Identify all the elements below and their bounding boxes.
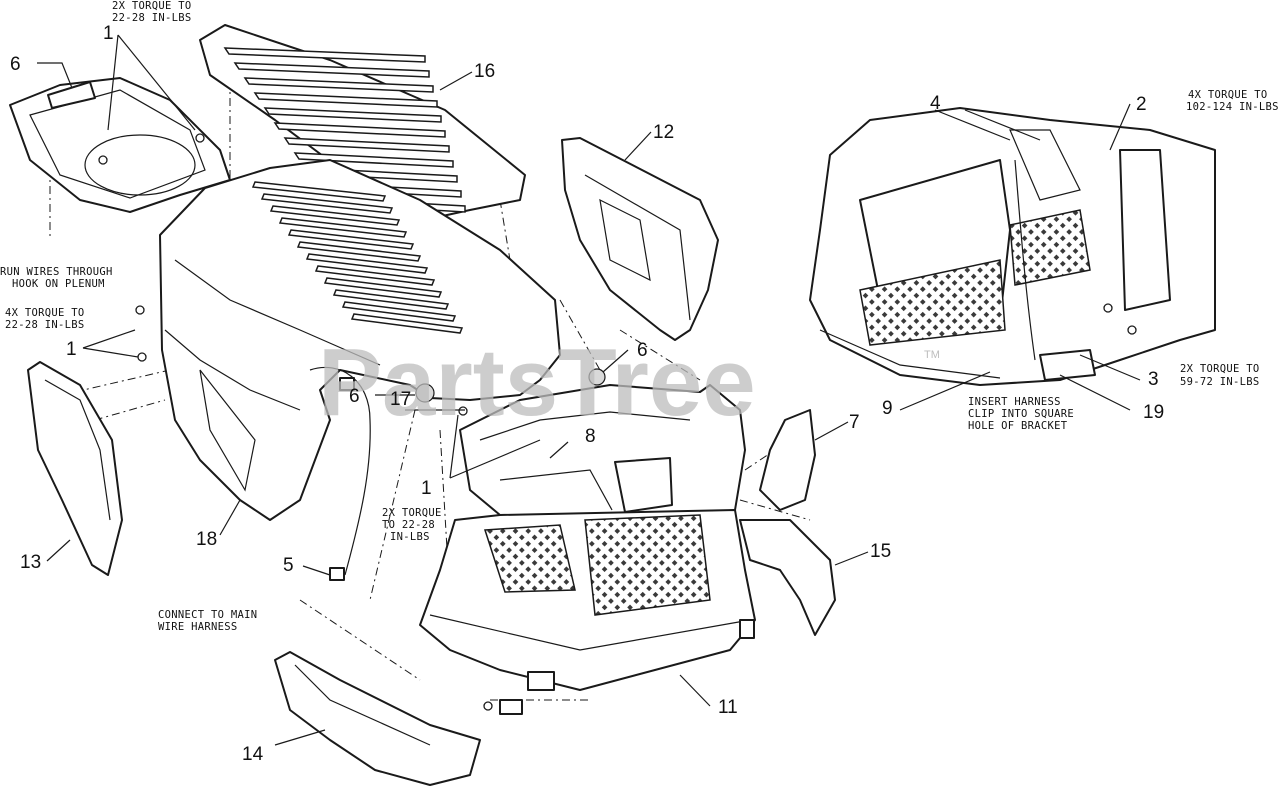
callout-7: 7 [849,412,860,433]
part-5-wire-harness [309,366,371,581]
note-run-wires-line-2: HOOK ON PLENUM [12,278,105,290]
callout-18: 18 [196,529,217,550]
watermark-text: PartsTree [318,329,756,436]
hood-vent-slot [296,241,422,262]
note-torque-left-line-2: 22-28 IN-LBS [5,319,84,331]
part-13-side-panel [27,361,123,576]
louver-slat [263,107,442,123]
hood-vent-slot [305,253,429,274]
callout-8: 8 [585,426,596,447]
callout-numbers: 6 1 1 1 2 3 4 5 6 6 7 8 9 11 12 13 14 15… [10,23,1164,765]
note-connect-line-1: CONNECT TO MAIN [158,609,257,621]
note-insert-harness-line-1: INSERT HARNESS [968,396,1061,408]
part-18-hood [159,159,561,521]
hood-vent-slot [350,313,464,334]
inset-assembled-view [809,107,1216,386]
hardware-items [135,305,606,715]
louver-slat [223,47,426,63]
callout-6-right: 6 [637,340,648,361]
note-insert-harness-line-3: HOLE OF BRACKET [968,420,1068,432]
note-torque-mid-line-1: 2X TORQUE [382,507,442,519]
part-11-bumper [419,509,756,691]
callout-11: 11 [718,697,738,718]
callout-2: 2 [1136,94,1147,115]
callout-9: 9 [882,398,893,419]
hood-vent-slot [278,217,408,238]
hood-vent-slot [332,289,450,310]
hood-vent-slot [287,229,415,250]
part-15-side-panel [739,519,836,636]
watermark-trademark: TM [924,349,940,361]
louver-slat [233,62,430,78]
note-torque-right-top-line-2: 102-124 IN-LBS [1186,101,1279,113]
note-connect-line-2: WIRE HARNESS [158,621,237,633]
callout-16: 16 [474,61,495,82]
note-torque-top-line-2: 22-28 IN-LBS [112,12,191,24]
note-torque-left-line-1: 4X TORQUE TO [5,307,84,319]
hood-vent-slot [314,265,436,286]
hood-vent-slot [260,193,394,214]
callout-15: 15 [870,541,891,562]
louver-slat [243,77,434,93]
part-14-step-panel [274,651,481,786]
callout-6-left: 6 [349,386,360,407]
callout-3: 3 [1148,369,1159,390]
note-torque-mid-line-3: IN-LBS [390,531,430,543]
hood-vent-slot [269,205,401,226]
callout-10: 6 [10,54,21,75]
note-run-wires-line-1: RUN WIRES THROUGH [0,266,113,278]
callout-1-left: 1 [66,339,77,360]
note-insert-harness-line-2: CLIP INTO SQUARE [968,408,1074,420]
callout-14: 14 [242,744,264,765]
callout-17: 17 [390,389,411,410]
note-torque-top-line-1: 2X TORQUE TO [112,0,191,12]
callout-1-top: 1 [103,23,114,44]
callout-13: 13 [20,552,41,573]
callout-5: 5 [283,555,294,576]
louver-slat [253,92,438,108]
part-8-grille-frame [459,384,746,521]
louver-slat [273,122,446,138]
note-torque-right-line-2: 59-72 IN-LBS [1180,376,1259,388]
louver-slat [283,137,450,153]
assembly-notes: 2X TORQUE TO 22-28 IN-LBS RUN WIRES THRO… [0,0,1279,633]
callout-1-center: 1 [421,478,432,499]
hood-vent-slot [251,181,387,202]
part-10-plenum [9,77,231,213]
note-torque-mid-line-2: TO 22-28 [382,519,435,531]
note-torque-right-line-1: 2X TORQUE TO [1180,363,1259,375]
callout-4: 4 [930,93,941,114]
leader-lines [37,34,1141,746]
callout-19: 19 [1143,402,1164,423]
hood-vent-slot [323,277,443,298]
part-12-dash-panel [561,137,719,341]
callout-12: 12 [653,122,674,143]
louver-slat [293,152,454,168]
note-torque-right-top-line-1: 4X TORQUE TO [1188,89,1267,101]
part-7-side-panel [759,409,816,511]
hood-vent-slot [341,301,457,322]
